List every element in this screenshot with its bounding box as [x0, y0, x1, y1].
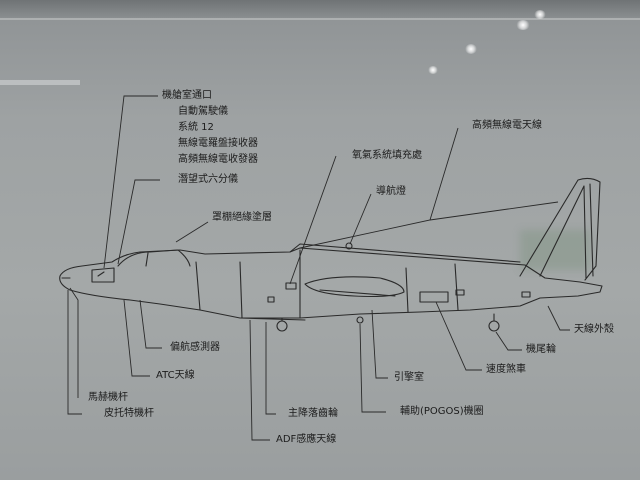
speed-brake-panel [419, 291, 449, 303]
leader-mach [69, 287, 79, 398]
leader-tail-wheel [495, 331, 522, 351]
leader-yaw [139, 299, 162, 349]
label-engine-bay: 引擎室 [394, 372, 424, 383]
glass-reflection [520, 230, 590, 270]
panel-line [405, 267, 409, 313]
label-antenna-fairing: 天線外殼 [574, 324, 614, 335]
fuselage-outline [59, 247, 603, 319]
pogo-wheel [356, 316, 364, 324]
leader-atc [123, 299, 150, 377]
label-speed-brake: 速度煞車 [486, 364, 526, 375]
main-gear-door [239, 317, 306, 321]
frame-edge [0, 18, 640, 20]
label-periscope-sextant: 潛望式六分儀 [178, 174, 238, 185]
leader-pogos [359, 323, 386, 413]
label-cockpit-hatch: 機艙室通口 [162, 90, 212, 101]
light-glare [465, 44, 477, 54]
wing-flap [319, 289, 396, 297]
label-system12: 系統 12 [178, 122, 214, 133]
nav-light-dot [345, 242, 353, 250]
label-oxygen-charge: 氧氣系統填充處 [352, 150, 422, 161]
wing-root [195, 261, 201, 311]
label-adf-antenna: ADF感應天線 [276, 434, 337, 445]
fuselage-hatch [267, 296, 275, 303]
label-tail-wheel: 機尾輪 [526, 344, 556, 355]
leader-hf-antenna-2 [429, 201, 559, 221]
windscreen [91, 267, 115, 283]
glass-reflection [0, 80, 80, 85]
leader-adf [249, 319, 270, 441]
panel-line [239, 261, 243, 319]
leader-periscope [117, 179, 160, 265]
light-glare [428, 66, 438, 74]
canopy-frame [145, 252, 149, 267]
label-radio-compass: 無線電羅盤接收器 [178, 138, 258, 149]
label-atc-antenna: ATC天線 [156, 370, 195, 381]
label-main-gear: 主降落齒輪 [288, 408, 338, 419]
label-autopilot: 自動駕駛儀 [178, 106, 228, 117]
tail-rudder-line [539, 185, 587, 279]
label-hf-transceiver: 高頻無線電收發器 [178, 154, 258, 165]
panel-line [454, 263, 459, 311]
light-glare [516, 20, 530, 30]
frame-top [0, 0, 640, 18]
leader-canopy [175, 221, 209, 243]
leader-navlight [349, 193, 372, 245]
canopy [117, 249, 191, 267]
leader-main-gear [265, 322, 276, 415]
label-mach-probe: 馬赫機杆 [88, 392, 128, 403]
label-canopy-insulation: 罩棚絕緣塗層 [212, 212, 272, 223]
leader-pitot [67, 290, 82, 415]
label-hf-antenna: 高頻無線電天線 [472, 120, 542, 131]
fuselage-hatch [521, 291, 531, 298]
label-yaw-sensor: 偏航感測器 [170, 342, 220, 353]
oxygen-port [285, 282, 297, 290]
label-pogos: 輔助(POGOS)機圈 [400, 406, 484, 417]
tail-wheel-drawing [488, 320, 500, 332]
label-cockpit-list: 機艙室通口 自動駕駛儀 系統 12 無線電羅盤接收器 高頻無線電收發器 [162, 88, 258, 168]
label-pitot-probe: 皮托特機杆 [104, 408, 154, 419]
vertical-tail [519, 177, 601, 281]
main-gear-wheel [276, 320, 288, 332]
nose-detail [97, 271, 105, 277]
leader-oxygen [289, 155, 337, 285]
dorsal-spine [289, 243, 521, 263]
light-glare [534, 10, 546, 19]
tail-edge [589, 183, 594, 277]
leader-cockpit [103, 95, 158, 269]
wing-planform [304, 276, 405, 298]
fuselage-hatch [455, 289, 465, 296]
label-nav-light: 導航燈 [376, 186, 406, 197]
leader-speed-brake [435, 301, 482, 371]
leader-engine [371, 309, 388, 379]
leader-antenna-fairing [547, 305, 570, 331]
